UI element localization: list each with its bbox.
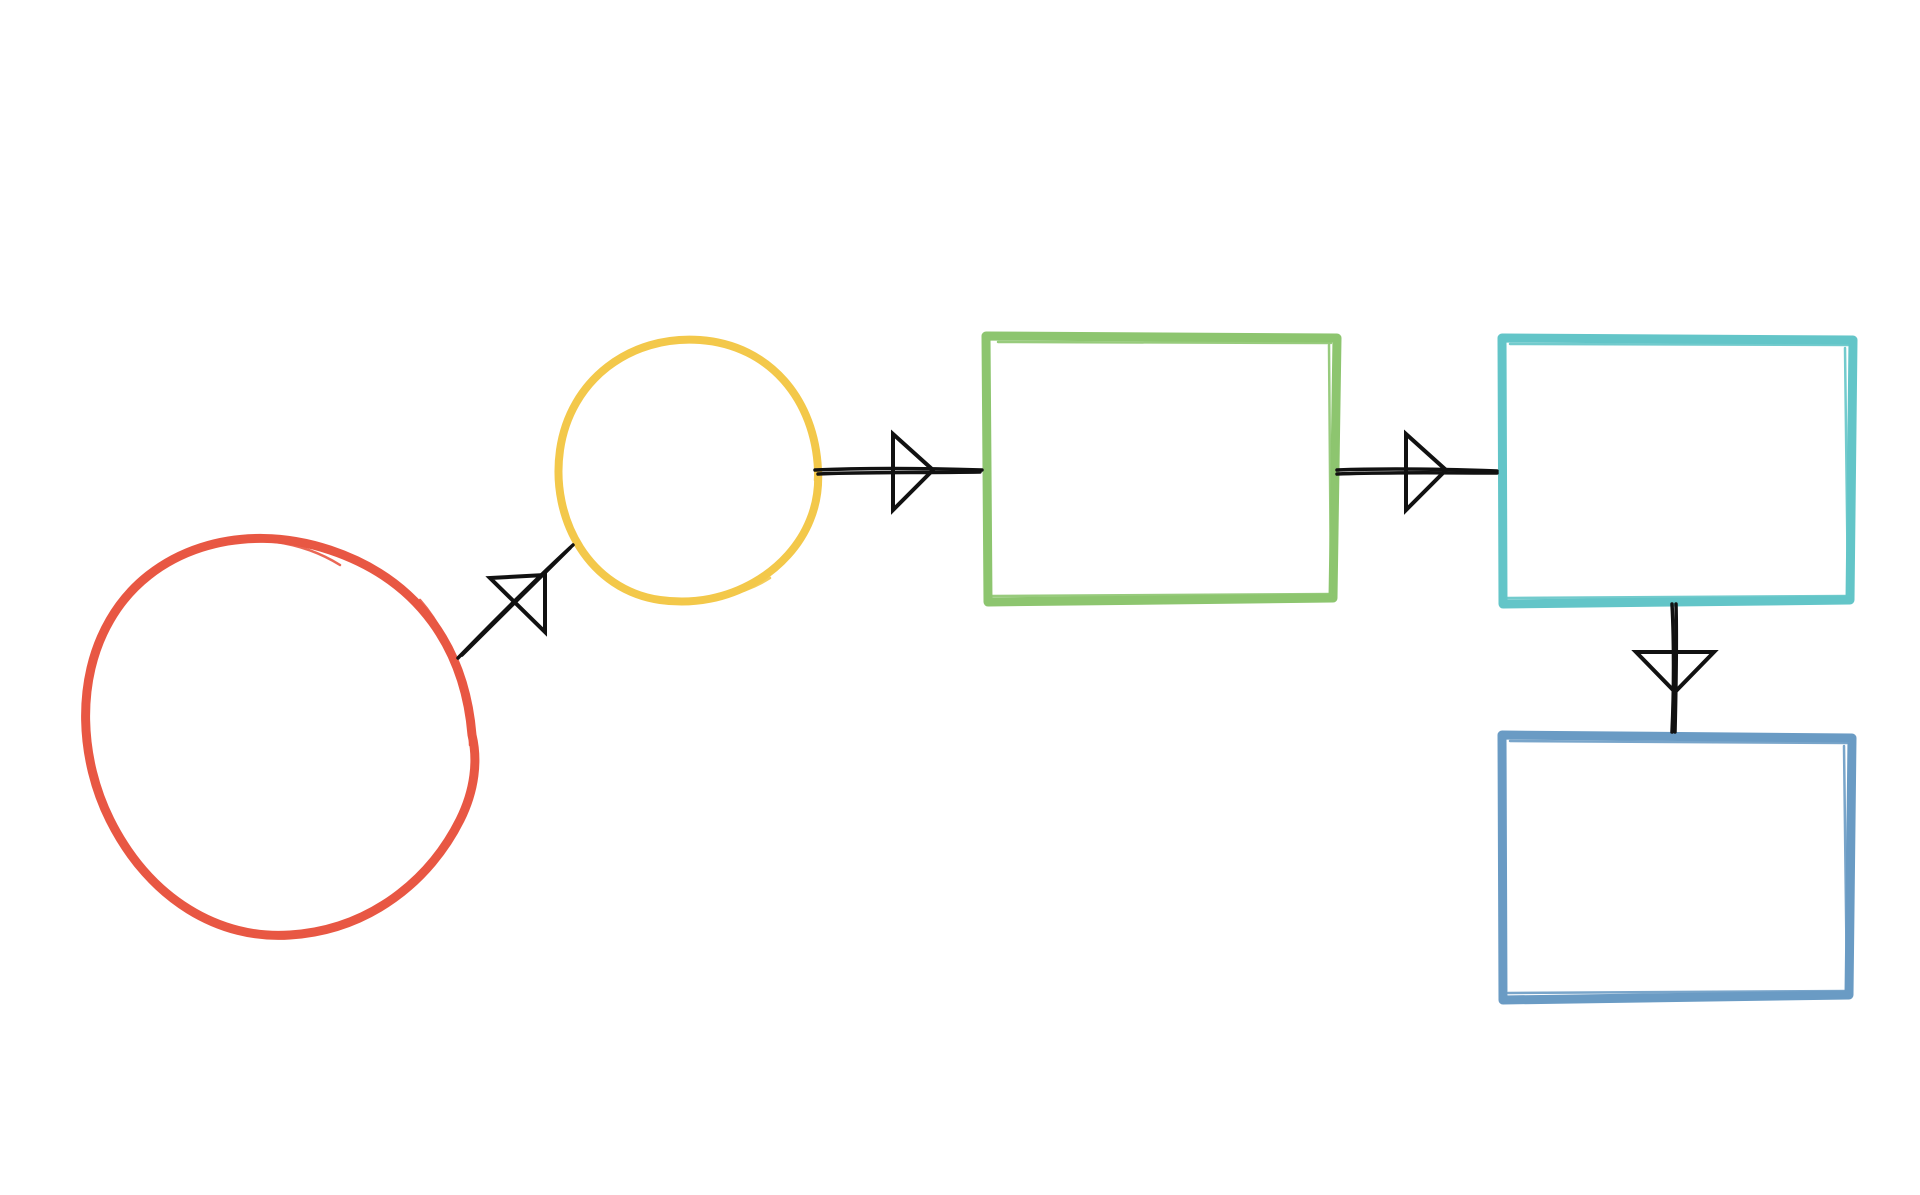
connector-teal-to-blue — [1631, 602, 1719, 734]
connector-yellow-to-green — [813, 429, 984, 515]
arrowhead — [1631, 650, 1719, 695]
green-box-node[interactable] — [981, 331, 1342, 607]
yellow-circle-node[interactable] — [554, 335, 823, 606]
connector-green-to-teal — [1335, 429, 1499, 515]
connector-red-to-yellow — [456, 543, 575, 660]
red-circle-node[interactable] — [81, 534, 480, 940]
arrowhead — [1404, 429, 1449, 515]
arrowhead — [891, 429, 936, 515]
teal-box-node[interactable] — [1497, 333, 1858, 609]
arrowhead — [485, 572, 547, 637]
blue-box-node[interactable] — [1497, 730, 1857, 1005]
